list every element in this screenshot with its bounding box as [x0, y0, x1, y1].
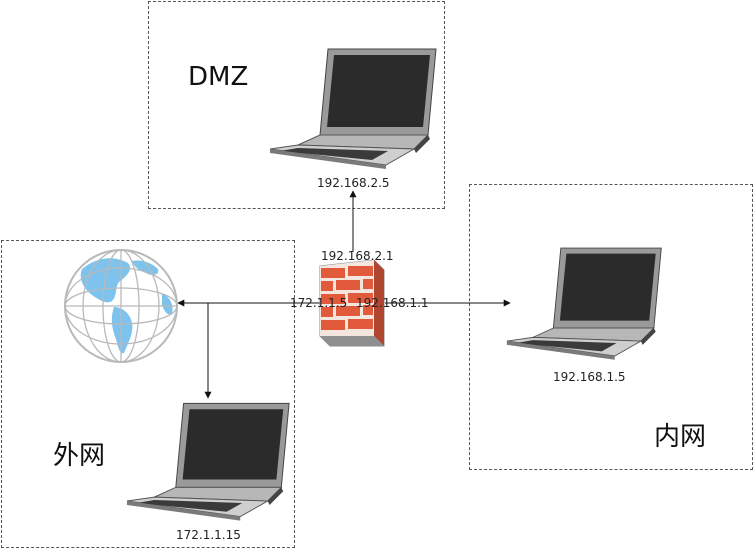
dmz-laptop[interactable]: [268, 45, 440, 170]
external-laptop-ip: 172.1.1.15: [176, 528, 241, 542]
internet-globe[interactable]: [62, 247, 180, 365]
globe-icon: [64, 249, 178, 363]
firewall[interactable]: [318, 256, 386, 348]
internal-zone-label: 内网: [654, 422, 707, 452]
dmz-zone-label: DMZ: [188, 62, 249, 92]
firewall-icon: [319, 259, 385, 347]
internal-laptop[interactable]: [505, 240, 665, 365]
external-zone: [1, 240, 295, 548]
external-zone-label: 外网: [53, 441, 106, 471]
internal-zone: [469, 184, 753, 470]
dmz-zone: [148, 1, 445, 209]
firewall-ip-internal: 192.168.1.1: [356, 296, 429, 310]
internal-laptop-ip: 192.168.1.5: [553, 370, 626, 384]
firewall-ip-dmz: 192.168.2.1: [321, 249, 394, 263]
laptop-icon: [269, 48, 437, 169]
laptop-icon: [126, 402, 290, 521]
dmz-laptop-ip: 192.168.2.5: [317, 176, 390, 190]
external-laptop[interactable]: [125, 398, 293, 523]
firewall-ip-external: 172.1.1.5: [290, 296, 348, 310]
laptop-icon: [506, 247, 662, 360]
